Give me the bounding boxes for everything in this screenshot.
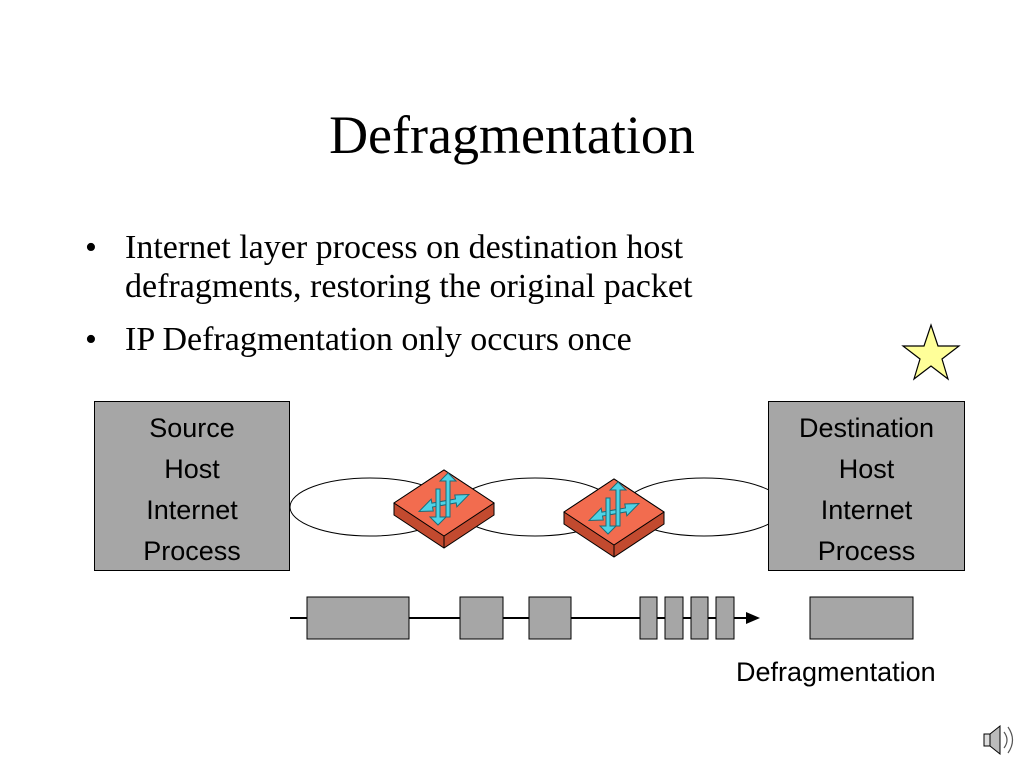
bullet-line: defragments, restoring the original pack… <box>125 268 693 305</box>
bullet-item: Internet layer process on destination ho… <box>85 228 692 306</box>
slide-title: Defragmentation <box>329 105 695 165</box>
source-host-box: Source Host Internet Process <box>94 401 290 571</box>
host-label-line: Process <box>143 536 241 566</box>
fragment-block <box>715 596 735 640</box>
fragment-block <box>639 596 658 640</box>
bullet-line: IP Defragmentation only occurs once <box>125 321 632 358</box>
packet-block <box>306 596 410 640</box>
host-label-line: Process <box>817 536 916 566</box>
fragment-block <box>459 596 504 640</box>
timeline-arrowhead <box>746 612 760 624</box>
host-label-line: Internet <box>146 495 238 525</box>
star-icon <box>901 323 961 381</box>
bullet-item: IP Defragmentation only occurs once <box>85 320 692 359</box>
destination-host-box: Destination Host Internet Process <box>768 401 965 571</box>
host-label-line: Destination <box>798 413 935 443</box>
fragment-block <box>664 596 684 640</box>
router-icon <box>563 478 665 558</box>
defragmentation-label: Defragmentation <box>736 657 936 687</box>
bullet-line: Internet layer process on destination ho… <box>125 229 684 266</box>
host-label-line: Host <box>838 454 895 484</box>
speaker-icon[interactable] <box>983 724 1014 756</box>
fragment-block <box>528 596 572 640</box>
bullet-list: Internet layer process on destination ho… <box>85 228 692 373</box>
reassembled-packet-block <box>809 596 914 640</box>
host-label-line: Host <box>164 454 220 484</box>
fragment-block <box>690 596 709 640</box>
host-label-line: Internet <box>820 495 913 525</box>
router-icon <box>393 469 495 549</box>
host-label-line: Source <box>149 413 235 443</box>
